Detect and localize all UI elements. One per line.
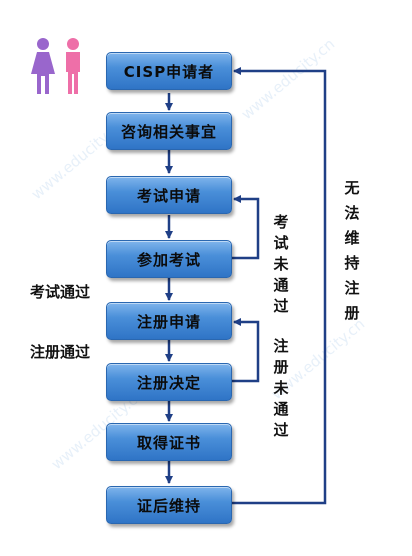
node-register-decide: 注册决定: [106, 363, 232, 401]
label-register-failed: 注册 未通 过: [273, 337, 289, 439]
label-exam-passed: 考试通过: [30, 283, 91, 301]
people-icon: [31, 38, 80, 94]
label-cannot-maintain: 无 法 维 持 注 册: [344, 179, 360, 322]
node-applicant: CISP申请者: [106, 52, 232, 90]
node-exam-apply: 考试申请: [106, 176, 232, 214]
node-maintain: 证后维持: [106, 486, 232, 524]
node-get-cert: 取得证书: [106, 423, 232, 461]
node-consult: 咨询相关事宜: [106, 112, 232, 150]
node-take-exam: 参加考试: [106, 240, 232, 278]
node-register-apply: 注册申请: [106, 302, 232, 340]
label-exam-failed: 考试 未通 过: [273, 213, 289, 315]
label-register-passed: 注册通过: [30, 343, 91, 361]
